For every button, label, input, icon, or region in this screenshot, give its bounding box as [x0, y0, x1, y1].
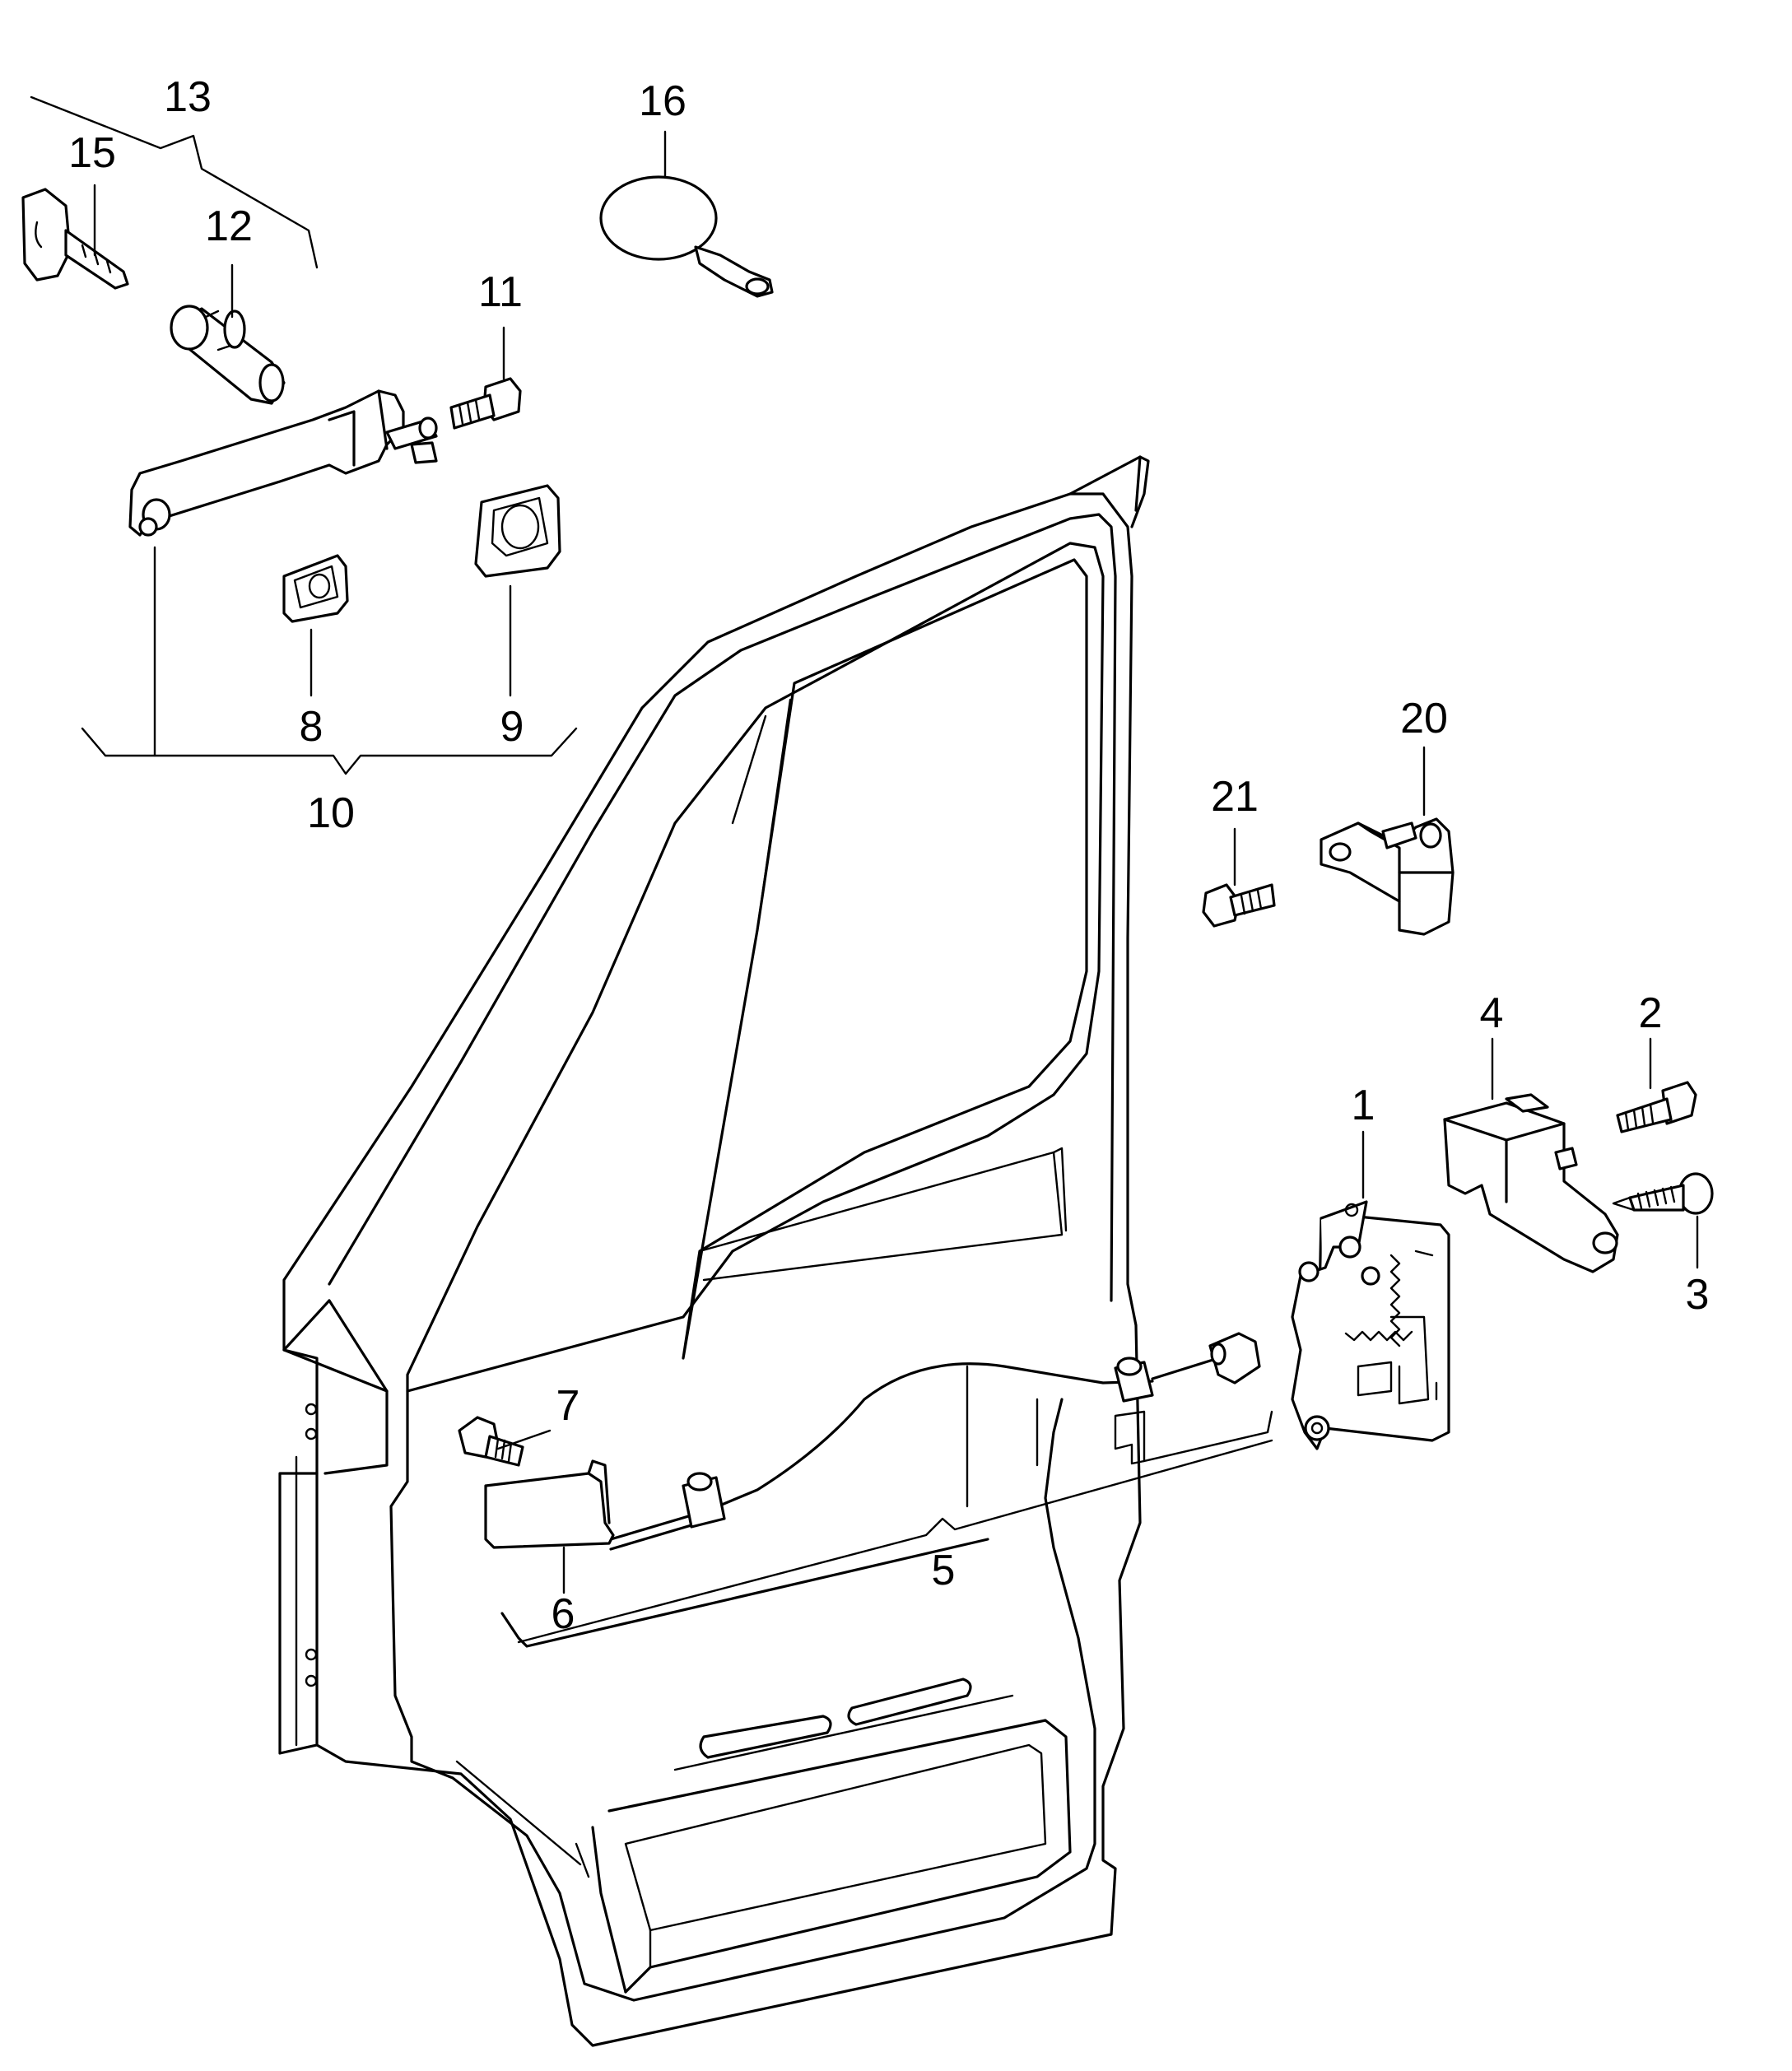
outer-door-handle-item-10 — [128, 389, 438, 537]
callout-1: 1 — [1352, 1082, 1375, 1129]
screw-item-2 — [1616, 1081, 1697, 1133]
callout-2: 2 — [1639, 989, 1663, 1037]
callout-5: 5 — [932, 1547, 956, 1594]
callout-3: 3 — [1686, 1271, 1710, 1319]
bracket-item-4 — [1443, 1093, 1619, 1273]
callout-13: 13 — [164, 73, 212, 121]
screw-item-21 — [1202, 883, 1276, 928]
cable-assembly — [609, 1332, 1261, 1551]
key-item-15 — [21, 188, 129, 290]
callout-16: 16 — [639, 77, 687, 125]
door-lock-item-1 — [1291, 1200, 1450, 1450]
callout-6: 6 — [552, 1590, 575, 1638]
callout-20: 20 — [1400, 695, 1448, 742]
screw-item-11 — [449, 377, 522, 430]
callout-21: 21 — [1211, 773, 1259, 821]
cap-item-16 — [599, 175, 774, 298]
callout-11: 11 — [478, 268, 523, 316]
gasket-item-9 — [474, 484, 561, 578]
callout-labels: 13 15 12 11 16 8 9 10 20 21 4 2 3 1 7 6 … — [68, 73, 1709, 1638]
door-panel — [278, 455, 1273, 2047]
inner-door-handle — [484, 1459, 615, 1549]
callout-12: 12 — [205, 202, 253, 250]
lock-cylinder-item-12 — [170, 305, 286, 405]
callout-10: 10 — [307, 789, 355, 837]
callout-9: 9 — [500, 703, 524, 751]
screw-item-3 — [1612, 1172, 1714, 1215]
gasket-item-8 — [282, 554, 349, 623]
leader-lines — [30, 95, 1699, 1644]
screw-item-7 — [458, 1416, 524, 1467]
callout-7: 7 — [556, 1382, 580, 1430]
callout-4: 4 — [1480, 989, 1504, 1037]
callout-8: 8 — [300, 703, 323, 751]
hinge-item-20 — [1320, 817, 1455, 936]
callout-15: 15 — [68, 129, 116, 177]
